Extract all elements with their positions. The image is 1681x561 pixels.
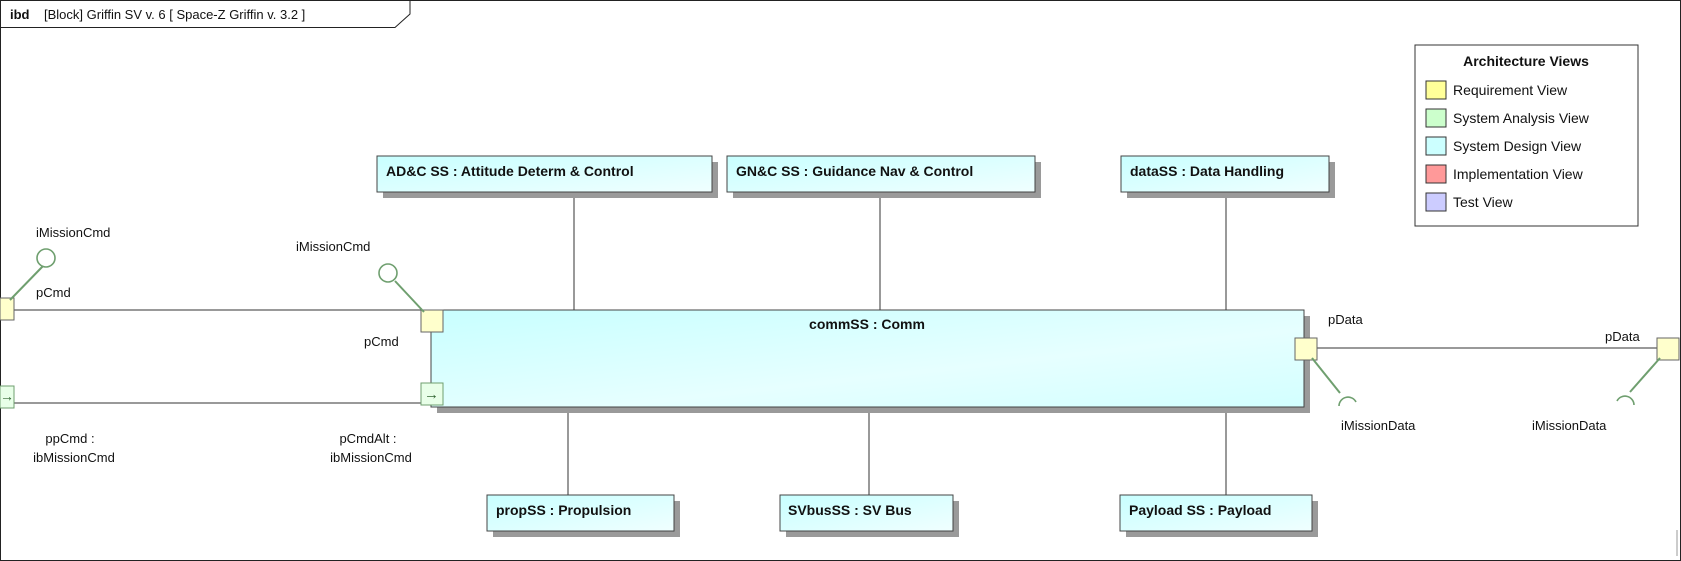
part-data[interactable]: dataSS : Data Handling	[1120, 155, 1335, 198]
part-comm[interactable]: commSS : Comm	[430, 309, 1310, 413]
lollipop-provided-icon	[36, 248, 56, 268]
socket-required-icon	[1338, 396, 1357, 407]
legend-item: Test View	[1425, 192, 1514, 212]
legend-swatch	[1425, 136, 1447, 156]
diagram-header: [Block] Griffin SV v. 6 [ Space-Z Griffi…	[44, 7, 305, 22]
outer-mission-cmd-interface	[9, 248, 56, 301]
comm-mission-cmd-label: iMissionCmd	[296, 239, 370, 254]
part-comm-label: commSS : Comm	[809, 316, 925, 332]
comm-mission-data-label: iMissionData	[1341, 418, 1416, 433]
legend-item-label: Test View	[1453, 194, 1514, 210]
outer-mission-data-label: iMissionData	[1532, 418, 1607, 433]
diagram-header-tab	[0, 0, 411, 28]
outer-mission-data-interface	[1616, 357, 1661, 406]
legend-swatch	[1425, 192, 1447, 212]
legend-item-label: System Design View	[1453, 138, 1582, 154]
legend-item: Implementation View	[1425, 164, 1584, 184]
outer-ppcmd-label-2: ibMissionCmd	[33, 450, 115, 465]
legend-item: System Analysis View	[1425, 108, 1590, 128]
legend: Architecture Views Requirement ViewSyste…	[1414, 44, 1639, 227]
part-svbus[interactable]: SVbusSS : SV Bus	[779, 494, 959, 537]
lollipop-provided-icon	[378, 263, 398, 283]
comm-port-pcmd[interactable]	[420, 309, 444, 333]
outer-mission-cmd-label: iMissionCmd	[36, 225, 110, 240]
legend-item: Requirement View	[1425, 80, 1568, 100]
part-gnc-label: GN&C SS : Guidance Nav & Control	[736, 163, 973, 179]
comm-pdata-label: pData	[1328, 312, 1363, 327]
part-prop-label: propSS : Propulsion	[496, 502, 631, 518]
legend-box	[1414, 44, 1639, 227]
comm-pcmdalt-label-2: ibMissionCmd	[330, 450, 412, 465]
legend-item-label: Requirement View	[1453, 82, 1568, 98]
legend-item: System Design View	[1425, 136, 1582, 156]
outer-pdata-label: pData	[1605, 329, 1640, 344]
comm-mission-cmd-interface	[378, 263, 425, 313]
part-data-label: dataSS : Data Handling	[1130, 163, 1284, 179]
diagram-kind: ibd	[10, 7, 30, 22]
outer-port-pcmd[interactable]	[0, 297, 15, 321]
comm-port-pdata[interactable]	[1294, 337, 1318, 361]
outer-ppcmd-label-1: ppCmd :	[45, 431, 94, 446]
part-payload-label: Payload SS : Payload	[1129, 502, 1271, 518]
legend-swatch	[1425, 80, 1447, 100]
outer-port-ppcmd[interactable]: →	[0, 385, 15, 409]
part-adc-label: AD&C SS : Attitude Determ & Control	[386, 163, 634, 179]
connectors	[12, 195, 1657, 502]
part-svbus-label: SVbusSS : SV Bus	[788, 502, 912, 518]
outer-pcmd-label: pCmd	[36, 285, 71, 300]
legend-item-label: System Analysis View	[1453, 110, 1590, 126]
comm-mission-data-interface	[1311, 357, 1357, 407]
socket-required-icon	[1616, 395, 1635, 406]
legend-title: Architecture Views	[1463, 53, 1589, 69]
flow-arrow-icon: →	[0, 388, 14, 404]
legend-item-label: Implementation View	[1453, 166, 1584, 182]
part-payload[interactable]: Payload SS : Payload	[1119, 494, 1318, 537]
flow-arrow-icon: →	[424, 386, 439, 403]
part-adc[interactable]: AD&C SS : Attitude Determ & Control	[376, 155, 718, 198]
legend-swatch	[1425, 164, 1447, 184]
part-gnc[interactable]: GN&C SS : Guidance Nav & Control	[726, 155, 1041, 198]
comm-pcmd-label: pCmd	[364, 334, 399, 349]
part-prop[interactable]: propSS : Propulsion	[486, 494, 680, 537]
comm-port-pcmdalt[interactable]: →	[420, 382, 444, 406]
legend-swatch	[1425, 108, 1447, 128]
comm-pcmdalt-label-1: pCmdAlt :	[339, 431, 396, 446]
outer-port-pdata[interactable]	[1656, 337, 1680, 361]
